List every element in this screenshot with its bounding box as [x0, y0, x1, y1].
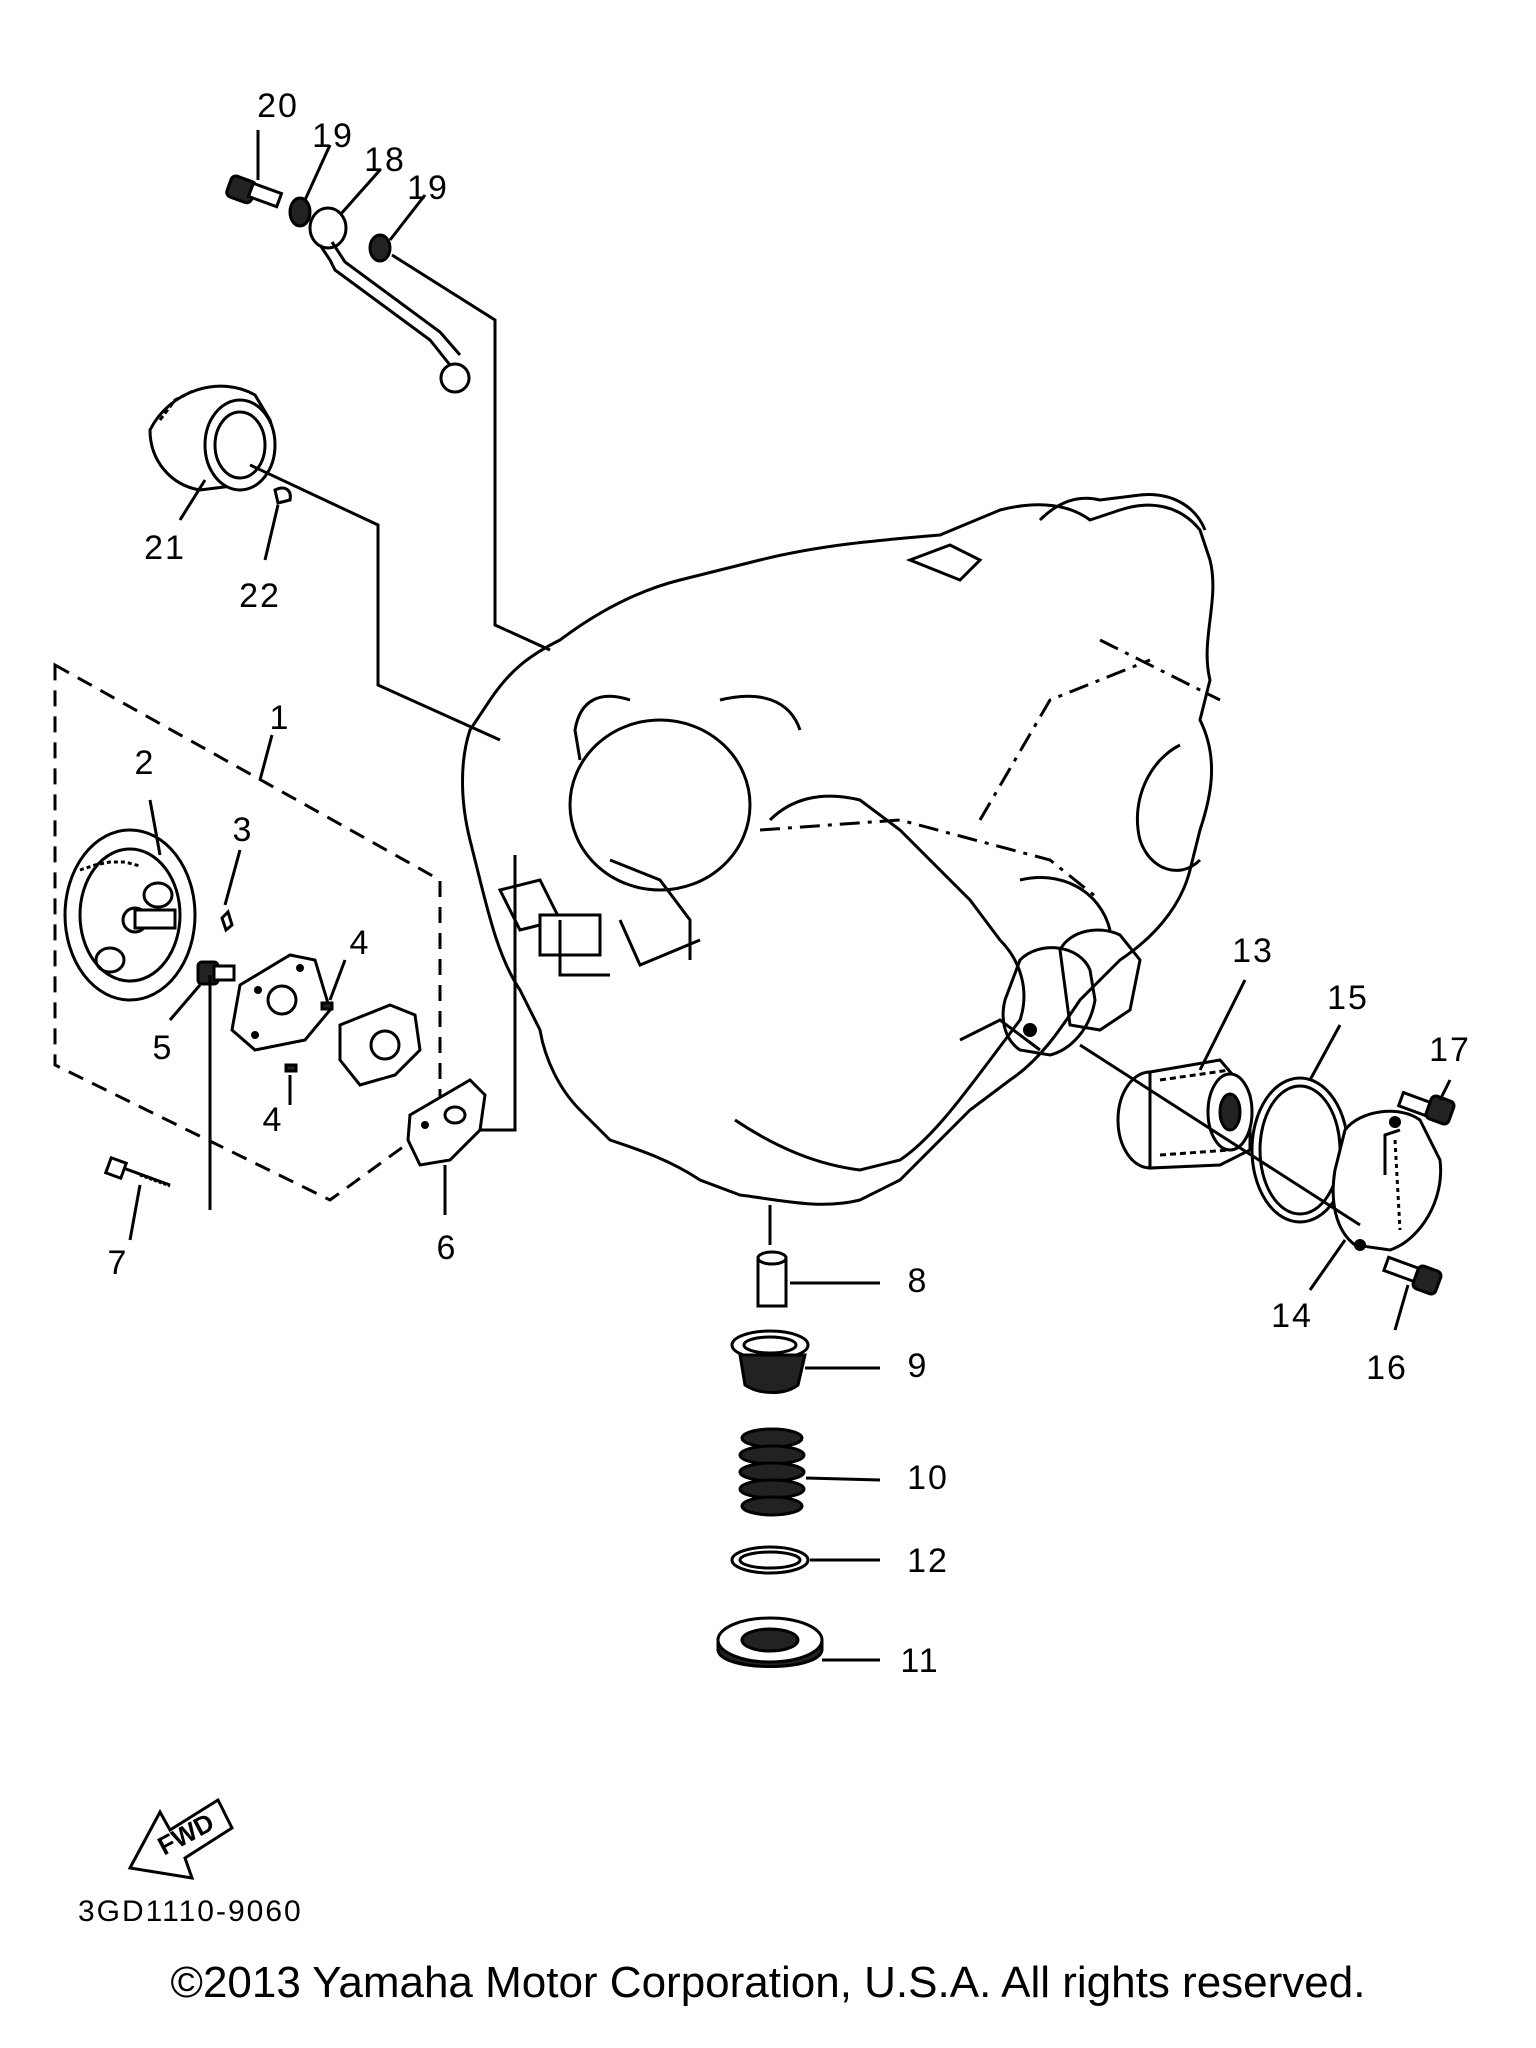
pin-upper	[320, 1001, 334, 1011]
dowel-pin	[220, 909, 234, 933]
label-11: 11	[900, 1642, 939, 1680]
label-3: 3	[233, 811, 254, 849]
diagram-code: 3GD1110-9060	[78, 1895, 303, 1928]
label-5: 5	[153, 1029, 174, 1067]
label-12: 12	[907, 1542, 949, 1580]
label-18: 18	[364, 141, 406, 179]
union-bolt	[225, 174, 284, 209]
label-19b: 19	[407, 169, 449, 207]
crankcase	[461, 493, 1221, 1206]
label-7: 7	[108, 1244, 129, 1282]
forward-direction-arrow: FWD	[127, 1797, 234, 1880]
callout-labels: 1 2 3 4 4 5 6 7 8 9 10 12 11 13 15 17 14…	[108, 87, 1471, 1680]
crankshaft-gear	[148, 384, 277, 492]
cover-bolt-long	[1381, 1255, 1443, 1296]
strainer-cap	[730, 1329, 810, 1394]
leader-lines	[128, 130, 1452, 1662]
label-1: 1	[270, 699, 291, 737]
label-10: 10	[907, 1459, 949, 1497]
filter-cavity-outline	[1058, 928, 1142, 1032]
label-22: 22	[239, 577, 281, 615]
filter-cover	[1331, 1109, 1443, 1252]
long-bolt	[103, 1155, 171, 1188]
oil-delivery-pipe	[308, 206, 471, 394]
label-4a: 4	[350, 924, 371, 962]
pump-housing	[230, 953, 422, 1087]
label-16: 16	[1366, 1349, 1408, 1387]
label-9: 9	[908, 1347, 929, 1385]
relief-valve-plunger	[756, 1250, 788, 1308]
label-2: 2	[135, 744, 156, 782]
copper-washer-1	[288, 196, 312, 228]
oil-filter-element	[1116, 1058, 1254, 1170]
label-4b: 4	[263, 1101, 284, 1139]
cover-bolt-short	[1396, 1090, 1456, 1126]
label-14: 14	[1271, 1297, 1313, 1335]
copper-washer-2	[368, 233, 392, 263]
label-8: 8	[908, 1262, 929, 1300]
label-6: 6	[437, 1229, 458, 1267]
screw-short	[196, 960, 236, 986]
label-15: 15	[1327, 979, 1369, 1017]
pin-lower	[284, 1063, 298, 1073]
oil-pump-assembly-outline	[53, 662, 442, 1202]
label-17: 17	[1429, 1031, 1471, 1069]
label-20: 20	[257, 87, 299, 125]
label-21: 21	[144, 529, 186, 567]
woodruff-key	[273, 486, 292, 505]
compression-spring	[738, 1427, 806, 1517]
label-13: 13	[1232, 932, 1274, 970]
drain-plug	[716, 1616, 824, 1668]
copyright-notice: ©2013 Yamaha Motor Corporation, U.S.A. A…	[170, 1958, 1366, 2007]
pump-gasket	[406, 1078, 487, 1167]
label-19a: 19	[312, 117, 354, 155]
pump-drive-gear	[63, 828, 197, 1002]
